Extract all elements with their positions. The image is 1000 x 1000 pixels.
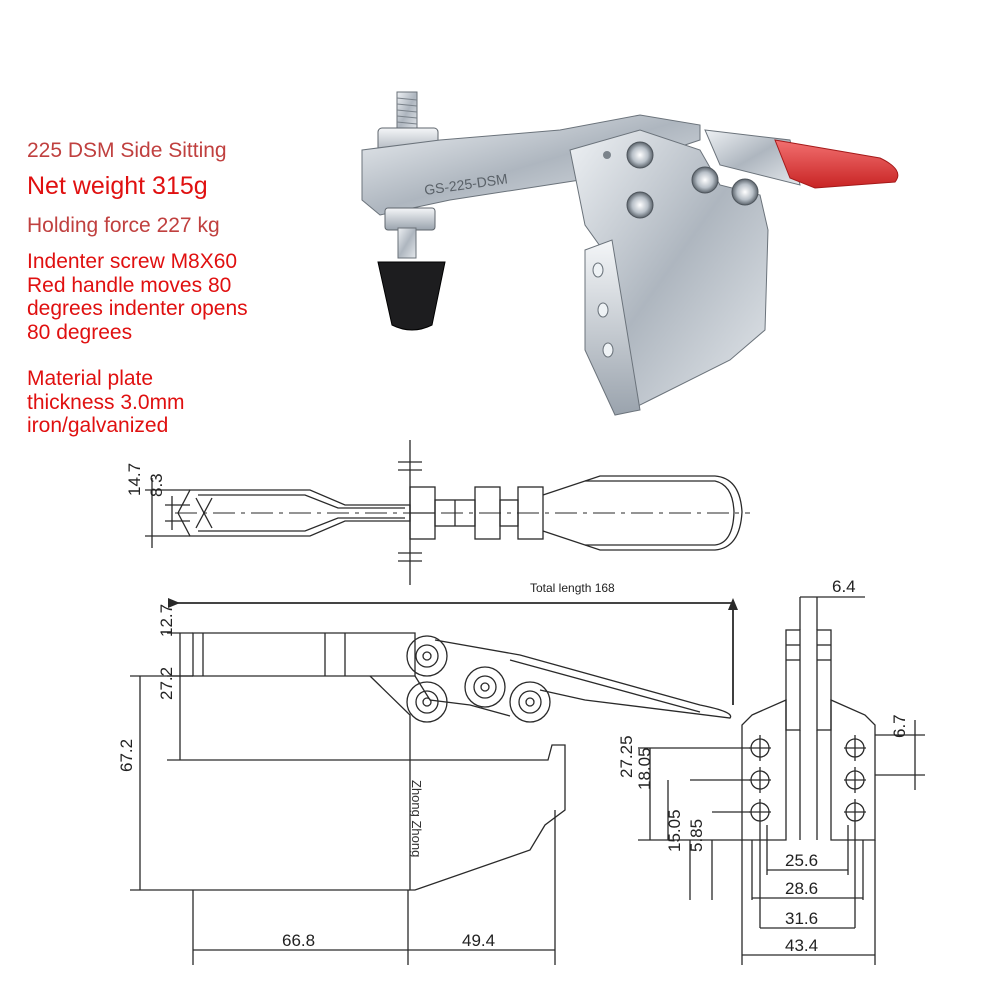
rivet-icon: [691, 166, 719, 194]
dim-side-bottom-right: 49.4: [462, 931, 495, 950]
dim-end-vertical-a: 27.25: [617, 735, 636, 778]
dim-end-width-d: 43.4: [785, 936, 818, 955]
red-handle-grip: [774, 139, 899, 189]
dim-end-vertical-d: 5.85: [687, 819, 706, 852]
dim-end-width-a: 25.6: [785, 851, 818, 870]
spec-indenter-line: 80 degrees: [27, 320, 133, 344]
dim-side-height: 67.2: [117, 739, 136, 772]
spec-title: 225 DSM Side Sitting: [27, 139, 227, 162]
spec-holding-force: Holding force 227 kg: [27, 214, 220, 237]
total-length-dimension: [168, 602, 734, 705]
dim-width-outer: 14.7: [125, 463, 144, 496]
spec-indenter-line: degrees indenter opens: [27, 297, 248, 321]
dim-side-bottom-left: 66.8: [282, 931, 315, 950]
dim-end-vertical-b: 18.05: [635, 747, 654, 790]
base-plate: [584, 239, 641, 416]
dim-side-middle: 27.2: [157, 667, 176, 700]
spec-indenter: Indenter screw M8X60 Red handle moves 80…: [27, 250, 327, 344]
watermark: Zhong Zhong: [409, 780, 424, 857]
side-view: [130, 632, 732, 965]
rubber-tip: [377, 261, 446, 331]
spec-material-line: Material plate: [27, 367, 154, 390]
spec-indenter-line: Indenter screw M8X60: [27, 250, 238, 273]
rivet-icon: [626, 191, 654, 219]
dim-end-top-width: 6.4: [832, 577, 856, 596]
dim-end-width-b: 28.6: [785, 879, 818, 898]
spec-indenter-line: Red handle moves 80: [27, 273, 232, 297]
dim-end-hole-spacing: 6.7: [890, 714, 909, 738]
dim-side-top: 12.7: [157, 604, 176, 637]
rivet-icon: [626, 141, 654, 169]
spec-net-weight: Net weight 315g: [27, 172, 208, 200]
spec-material: Material plate thickness 3.0mm iron/galv…: [27, 367, 287, 438]
lower-nut: [384, 207, 436, 231]
clamp-photo: GS-225-DSM: [361, 91, 899, 416]
spec-material-line: iron/galvanized: [27, 414, 169, 438]
dim-end-vertical-c: 15.05: [665, 809, 684, 852]
end-view: [638, 596, 925, 965]
spec-material-line: thickness 3.0mm: [27, 390, 185, 414]
dim-end-width-c: 31.6: [785, 909, 818, 928]
rivet-icon: [731, 178, 759, 206]
spindle-thread: [397, 227, 417, 259]
dim-width-inner: 8.3: [147, 473, 166, 497]
dim-total-length: Total length 168: [530, 581, 615, 595]
dimension-labels: 14.7 8.3 Total length 168 12.7 27.2 67.2…: [117, 463, 909, 955]
top-view: [145, 440, 750, 585]
